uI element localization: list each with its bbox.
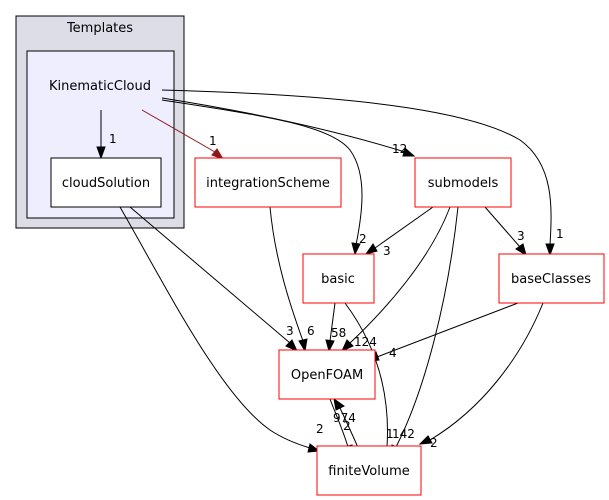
- edge-label-finitevolume-openfoam: 2: [343, 419, 351, 433]
- node-basic-label: basic: [321, 272, 355, 287]
- node-integrationscheme[interactable]: integrationScheme: [194, 157, 342, 208]
- node-baseclasses-label: baseClasses: [511, 272, 591, 287]
- edge-submodels-basic: [374, 206, 434, 249]
- node-finitevolume[interactable]: finiteVolume: [316, 445, 422, 496]
- edge-label-kc-baseclasses: 1: [556, 227, 564, 241]
- node-cloudsolution-label: cloudSolution: [62, 176, 150, 191]
- edge-label-integrationscheme-openfoam: 6: [307, 324, 315, 338]
- arrowhead-kc-baseclasses: [545, 243, 555, 257]
- edge-openfoam-finitevolume: [329, 398, 349, 448]
- edge-label-submodels-openfoam: 124: [354, 335, 377, 349]
- arrowhead-cloudsolution-finitevolume: [307, 443, 321, 453]
- node-openfoam-label: OpenFOAM: [291, 368, 363, 383]
- node-openfoam[interactable]: OpenFOAM: [278, 349, 376, 400]
- edge-submodels-baseclasses: [484, 206, 521, 248]
- node-cloudsolution[interactable]: cloudSolution: [50, 157, 162, 208]
- edge-label-baseclasses-finitevolume: 2: [430, 436, 438, 450]
- edge-baseclasses-finitevolume: [429, 302, 544, 441]
- arrowhead-submodels-baseclasses: [515, 243, 527, 257]
- edge-kc-basic: [161, 99, 363, 246]
- edge-submodels-finitevolume: [395, 206, 459, 448]
- edge-label-cloudsolution-openfoam: 3: [286, 324, 294, 338]
- arrowhead-finitevolume-openfoam: [333, 397, 345, 411]
- edge-kc-baseclasses: [161, 89, 552, 246]
- edge-label-kc-submodels: 12: [392, 142, 407, 156]
- node-submodels[interactable]: submodels: [414, 157, 512, 208]
- edge-label-basic-openfoam: 58: [331, 326, 346, 340]
- edge-label-kc-cloudsolution: 1: [109, 132, 117, 146]
- node-baseclasses[interactable]: baseClasses: [498, 253, 605, 304]
- node-submodels-label: submodels: [428, 176, 499, 191]
- edge-label-baseclasses-openfoam: 4: [389, 346, 397, 360]
- edge-baseclasses-openfoam: [376, 302, 519, 358]
- edge-cloudsolution-openfoam: [129, 206, 291, 344]
- arrowhead-submodels-openfoam: [340, 339, 354, 353]
- arrowhead-kc-integrationscheme: [211, 148, 225, 160]
- edge-basic-openfoam: [329, 302, 336, 342]
- edge-integrationscheme-openfoam: [269, 206, 304, 342]
- edges: 1 1 12 2 1 3 2 6 3 3: [96, 89, 564, 459]
- edge-label-kc-basic: 2: [359, 232, 367, 246]
- cluster-templates-label: Templates: [66, 21, 133, 36]
- edge-label-kc-integrationscheme: 1: [209, 134, 217, 148]
- edge-label-basic-finitevolume: 1: [386, 427, 394, 441]
- arrowhead-cloudsolution-openfoam: [285, 339, 299, 353]
- edge-cloudsolution-finitevolume: [119, 206, 311, 449]
- edge-kc-submodels: [161, 97, 406, 153]
- node-finitevolume-label: finiteVolume: [328, 464, 410, 479]
- arrowhead-kc-submodels: [402, 147, 416, 157]
- edge-label-submodels-baseclasses: 3: [517, 229, 525, 243]
- edge-label-cloudsolution-finitevolume: 2: [316, 422, 324, 436]
- node-integrationscheme-label: integrationScheme: [206, 176, 330, 191]
- arrowhead-basic-openfoam: [325, 339, 335, 353]
- edge-basic-finitevolume: [344, 302, 388, 448]
- arrowhead-integrationscheme-openfoam: [298, 338, 308, 353]
- arrowhead-submodels-basic: [364, 243, 378, 255]
- cluster-kinematiccloud-label: KinematicCloud: [49, 79, 151, 94]
- edge-label-submodels-finitevolume: 142: [392, 427, 415, 441]
- arrowhead-kc-cloudsolution: [96, 146, 106, 160]
- arrowhead-kc-basic: [351, 242, 361, 256]
- arrowhead-baseclasses-finitevolume: [418, 435, 433, 445]
- edge-label-submodels-basic: 3: [383, 244, 391, 258]
- edge-kc-integrationscheme: [141, 109, 216, 153]
- node-basic[interactable]: basic: [302, 253, 375, 304]
